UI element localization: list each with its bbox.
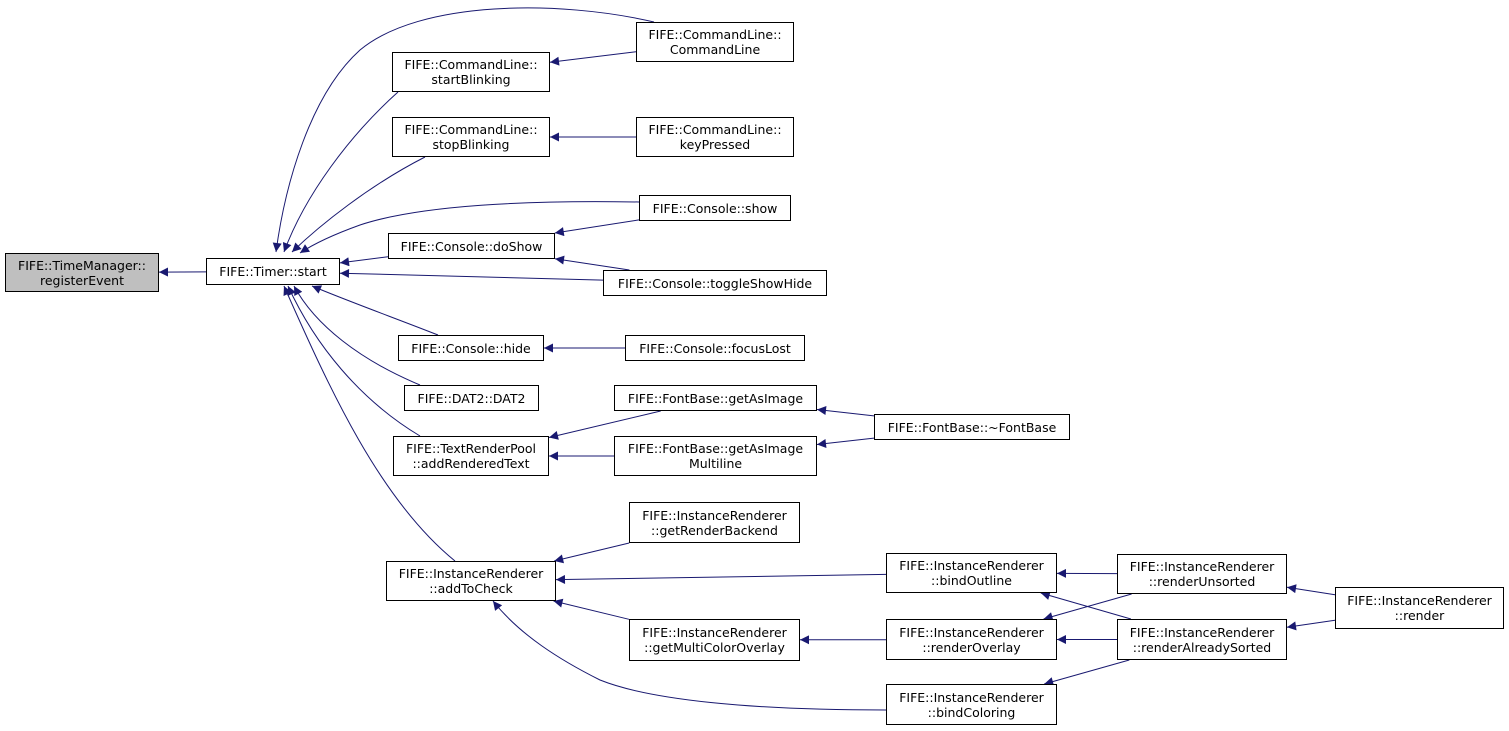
edge-commandline-ctor-to-commandline-start-blinking	[549, 51, 637, 66]
edge-console-do-show-to-timer-start	[339, 256, 389, 267]
node-label-line: ::bindColoring	[927, 704, 1016, 720]
node-label-line: FIFE::InstanceRenderer	[899, 558, 1044, 573]
node-console-focus-lost[interactable]: FIFE::Console::focusLost	[625, 335, 805, 361]
node-console-do-show[interactable]: FIFE::Console::doShow	[388, 233, 555, 259]
node-label-line: stopBlinking	[432, 137, 510, 152]
node-label-line: FIFE::CommandLine::	[404, 122, 538, 137]
node-fontbase-get-as-image-multiline[interactable]: FIFE::FontBase::getAsImage Multiline	[614, 436, 817, 476]
edge-instancerenderer-render-to-instancerenderer-render-already-sorted	[1286, 619, 1336, 631]
edge-instancerenderer-render-already-sorted-to-instancerenderer-bind-coloring	[1044, 659, 1130, 686]
node-label-line: FIFE::InstanceRenderer	[398, 566, 544, 581]
node-instancerenderer-render[interactable]: FIFE::InstanceRenderer ::render	[1335, 587, 1504, 629]
node-label-line: CommandLine	[669, 42, 761, 57]
edge-console-toggle-show-hide-to-timer-start	[339, 268, 604, 281]
node-label-line: ::addRenderedText	[412, 456, 530, 471]
node-label-line: startBlinking	[431, 72, 511, 87]
node-label-line: FIFE::TextRenderPool	[405, 441, 537, 456]
edge-commandline-start-blinking-to-timer-start	[282, 91, 399, 253]
node-label-line: FIFE::Console::show	[652, 200, 778, 216]
edge-instancerenderer-add-to-check-to-timer-start	[283, 285, 456, 562]
node-label-line: Multiline	[688, 456, 743, 471]
node-label-line: FIFE::TimeManager::	[18, 257, 146, 273]
node-label-line: FIFE::CommandLine::	[648, 27, 782, 42]
edge-instancerenderer-get-render-backend-to-instancerenderer-add-to-check	[554, 542, 630, 564]
edge-instancerenderer-bind-outline-to-instancerenderer-add-to-check	[555, 573, 887, 584]
node-commandline-key-pressed[interactable]: FIFE::CommandLine:: keyPressed	[636, 117, 794, 157]
node-label-line: registerEvent	[39, 272, 124, 288]
edge-instancerenderer-bind-coloring-to-instancerenderer-add-to-check	[492, 600, 887, 711]
node-label-line: ::renderAlreadySorted	[1132, 639, 1272, 655]
node-label-line: FIFE::InstanceRenderer	[899, 689, 1044, 705]
node-instancerenderer-get-multi-color-overlay[interactable]: FIFE::InstanceRenderer ::getMultiColorOv…	[629, 619, 800, 661]
node-label-line: ::render	[1394, 608, 1445, 623]
node-label-line: FIFE::InstanceRenderer	[642, 625, 787, 640]
node-label-line: FIFE::InstanceRenderer	[1347, 593, 1492, 608]
node-instancerenderer-bind-coloring[interactable]: FIFE::InstanceRenderer ::bindColoring	[886, 684, 1057, 725]
node-label-line: FIFE::FontBase::getAsImage	[627, 390, 804, 406]
node-instancerenderer-add-to-check[interactable]: FIFE::InstanceRenderer ::addToCheck	[386, 561, 556, 601]
node-label-line: FIFE::Console::focusLost	[639, 340, 791, 356]
node-label-line: ::bindOutline	[931, 573, 1012, 588]
node-label-line: ::renderUnsorted	[1148, 574, 1256, 589]
edge-dat2-ctor-to-timer-start	[293, 285, 421, 386]
node-label-line: FIFE::InstanceRenderer	[642, 507, 787, 523]
node-fontbase-destructor[interactable]: FIFE::FontBase::~FontBase	[874, 414, 1070, 440]
node-instancerenderer-render-already-sorted[interactable]: FIFE::InstanceRenderer ::renderAlreadySo…	[1117, 619, 1287, 660]
node-label-line: ::addToCheck	[429, 581, 513, 596]
node-label-line: FIFE::CommandLine::	[404, 57, 538, 72]
node-console-hide[interactable]: FIFE::Console::hide	[398, 335, 544, 361]
edge-instancerenderer-render-already-sorted-to-instancerenderer-bind-outline	[1040, 591, 1132, 620]
edge-console-show-to-timer-start	[299, 201, 640, 254]
edge-fontbase-dtor-to-fontbase-get-as-image-multiline	[816, 437, 875, 448]
node-console-show[interactable]: FIFE::Console::show	[639, 195, 791, 221]
edge-fontbase-dtor-to-fontbase-get-as-image	[816, 406, 875, 417]
node-label-line: FIFE::InstanceRenderer	[1129, 559, 1275, 574]
edge-fontbase-get-as-image-to-textrenderpool-add-rendered-text	[548, 410, 661, 440]
node-label-line: FIFE::Console::doShow	[400, 238, 543, 254]
node-label-line: FIFE::InstanceRenderer	[899, 624, 1044, 640]
node-label-line: FIFE::FontBase::getAsImage	[627, 441, 804, 456]
node-instancerenderer-bind-outline[interactable]: FIFE::InstanceRenderer ::bindOutline	[886, 553, 1057, 593]
edge-console-show-to-console-do-show	[554, 219, 640, 237]
node-label-line: FIFE::CommandLine::	[648, 122, 782, 137]
node-commandline-stop-blinking[interactable]: FIFE::CommandLine:: stopBlinking	[392, 117, 550, 157]
node-label-line: ::renderOverlay	[922, 639, 1021, 655]
node-timer-start[interactable]: FIFE::Timer::start	[206, 258, 340, 285]
node-dat2-constructor[interactable]: FIFE::DAT2::DAT2	[404, 385, 539, 411]
node-label-line: FIFE::FontBase::~FontBase	[887, 419, 1057, 435]
node-textrenderpool-add-rendered-text[interactable]: FIFE::TextRenderPool ::addRenderedText	[393, 436, 549, 476]
edge-commandline-ctor-to-timer-start	[272, 7, 655, 253]
node-commandline-start-blinking[interactable]: FIFE::CommandLine:: startBlinking	[392, 52, 550, 92]
node-instancerenderer-render-unsorted[interactable]: FIFE::InstanceRenderer ::renderUnsorted	[1117, 554, 1287, 594]
node-console-toggle-show-hide[interactable]: FIFE::Console::toggleShowHide	[603, 270, 827, 296]
edge-console-hide-to-timer-start	[311, 285, 439, 336]
edge-instancerenderer-render-unsorted-to-instancerenderer-render-overlay	[1043, 593, 1132, 621]
edge-console-toggle-show-hide-to-console-do-show	[554, 255, 630, 271]
node-label-line: FIFE::Console::toggleShowHide	[617, 275, 813, 291]
node-commandline-constructor[interactable]: FIFE::CommandLine:: CommandLine	[636, 22, 794, 62]
node-label-line: FIFE::Console::hide	[411, 340, 531, 356]
node-instancerenderer-render-overlay[interactable]: FIFE::InstanceRenderer ::renderOverlay	[886, 619, 1057, 660]
edge-commandline-stop-blinking-to-timer-start	[291, 156, 426, 253]
node-label-line: ::getMultiColorOverlay	[644, 640, 785, 655]
node-time-manager-register-event[interactable]: FIFE::TimeManager:: registerEvent	[5, 253, 159, 292]
node-label-line: FIFE::InstanceRenderer	[1129, 624, 1275, 640]
node-label-line: ::getRenderBackend	[651, 522, 778, 538]
node-label-line: FIFE::Timer::start	[219, 264, 327, 279]
node-instancerenderer-get-render-backend[interactable]: FIFE::InstanceRenderer ::getRenderBacken…	[629, 502, 800, 543]
node-label-line: FIFE::DAT2::DAT2	[417, 390, 526, 406]
node-fontbase-get-as-image[interactable]: FIFE::FontBase::getAsImage	[614, 385, 817, 411]
edge-textrenderpool-add-rendered-text-to-timer-start	[287, 285, 421, 437]
edge-instancerenderer-render-to-instancerenderer-render-unsorted	[1286, 584, 1336, 596]
node-label-line: keyPressed	[679, 137, 751, 152]
edge-instancerenderer-get-multi-color-overlay-to-instancerenderer-add-to-check	[553, 598, 630, 620]
